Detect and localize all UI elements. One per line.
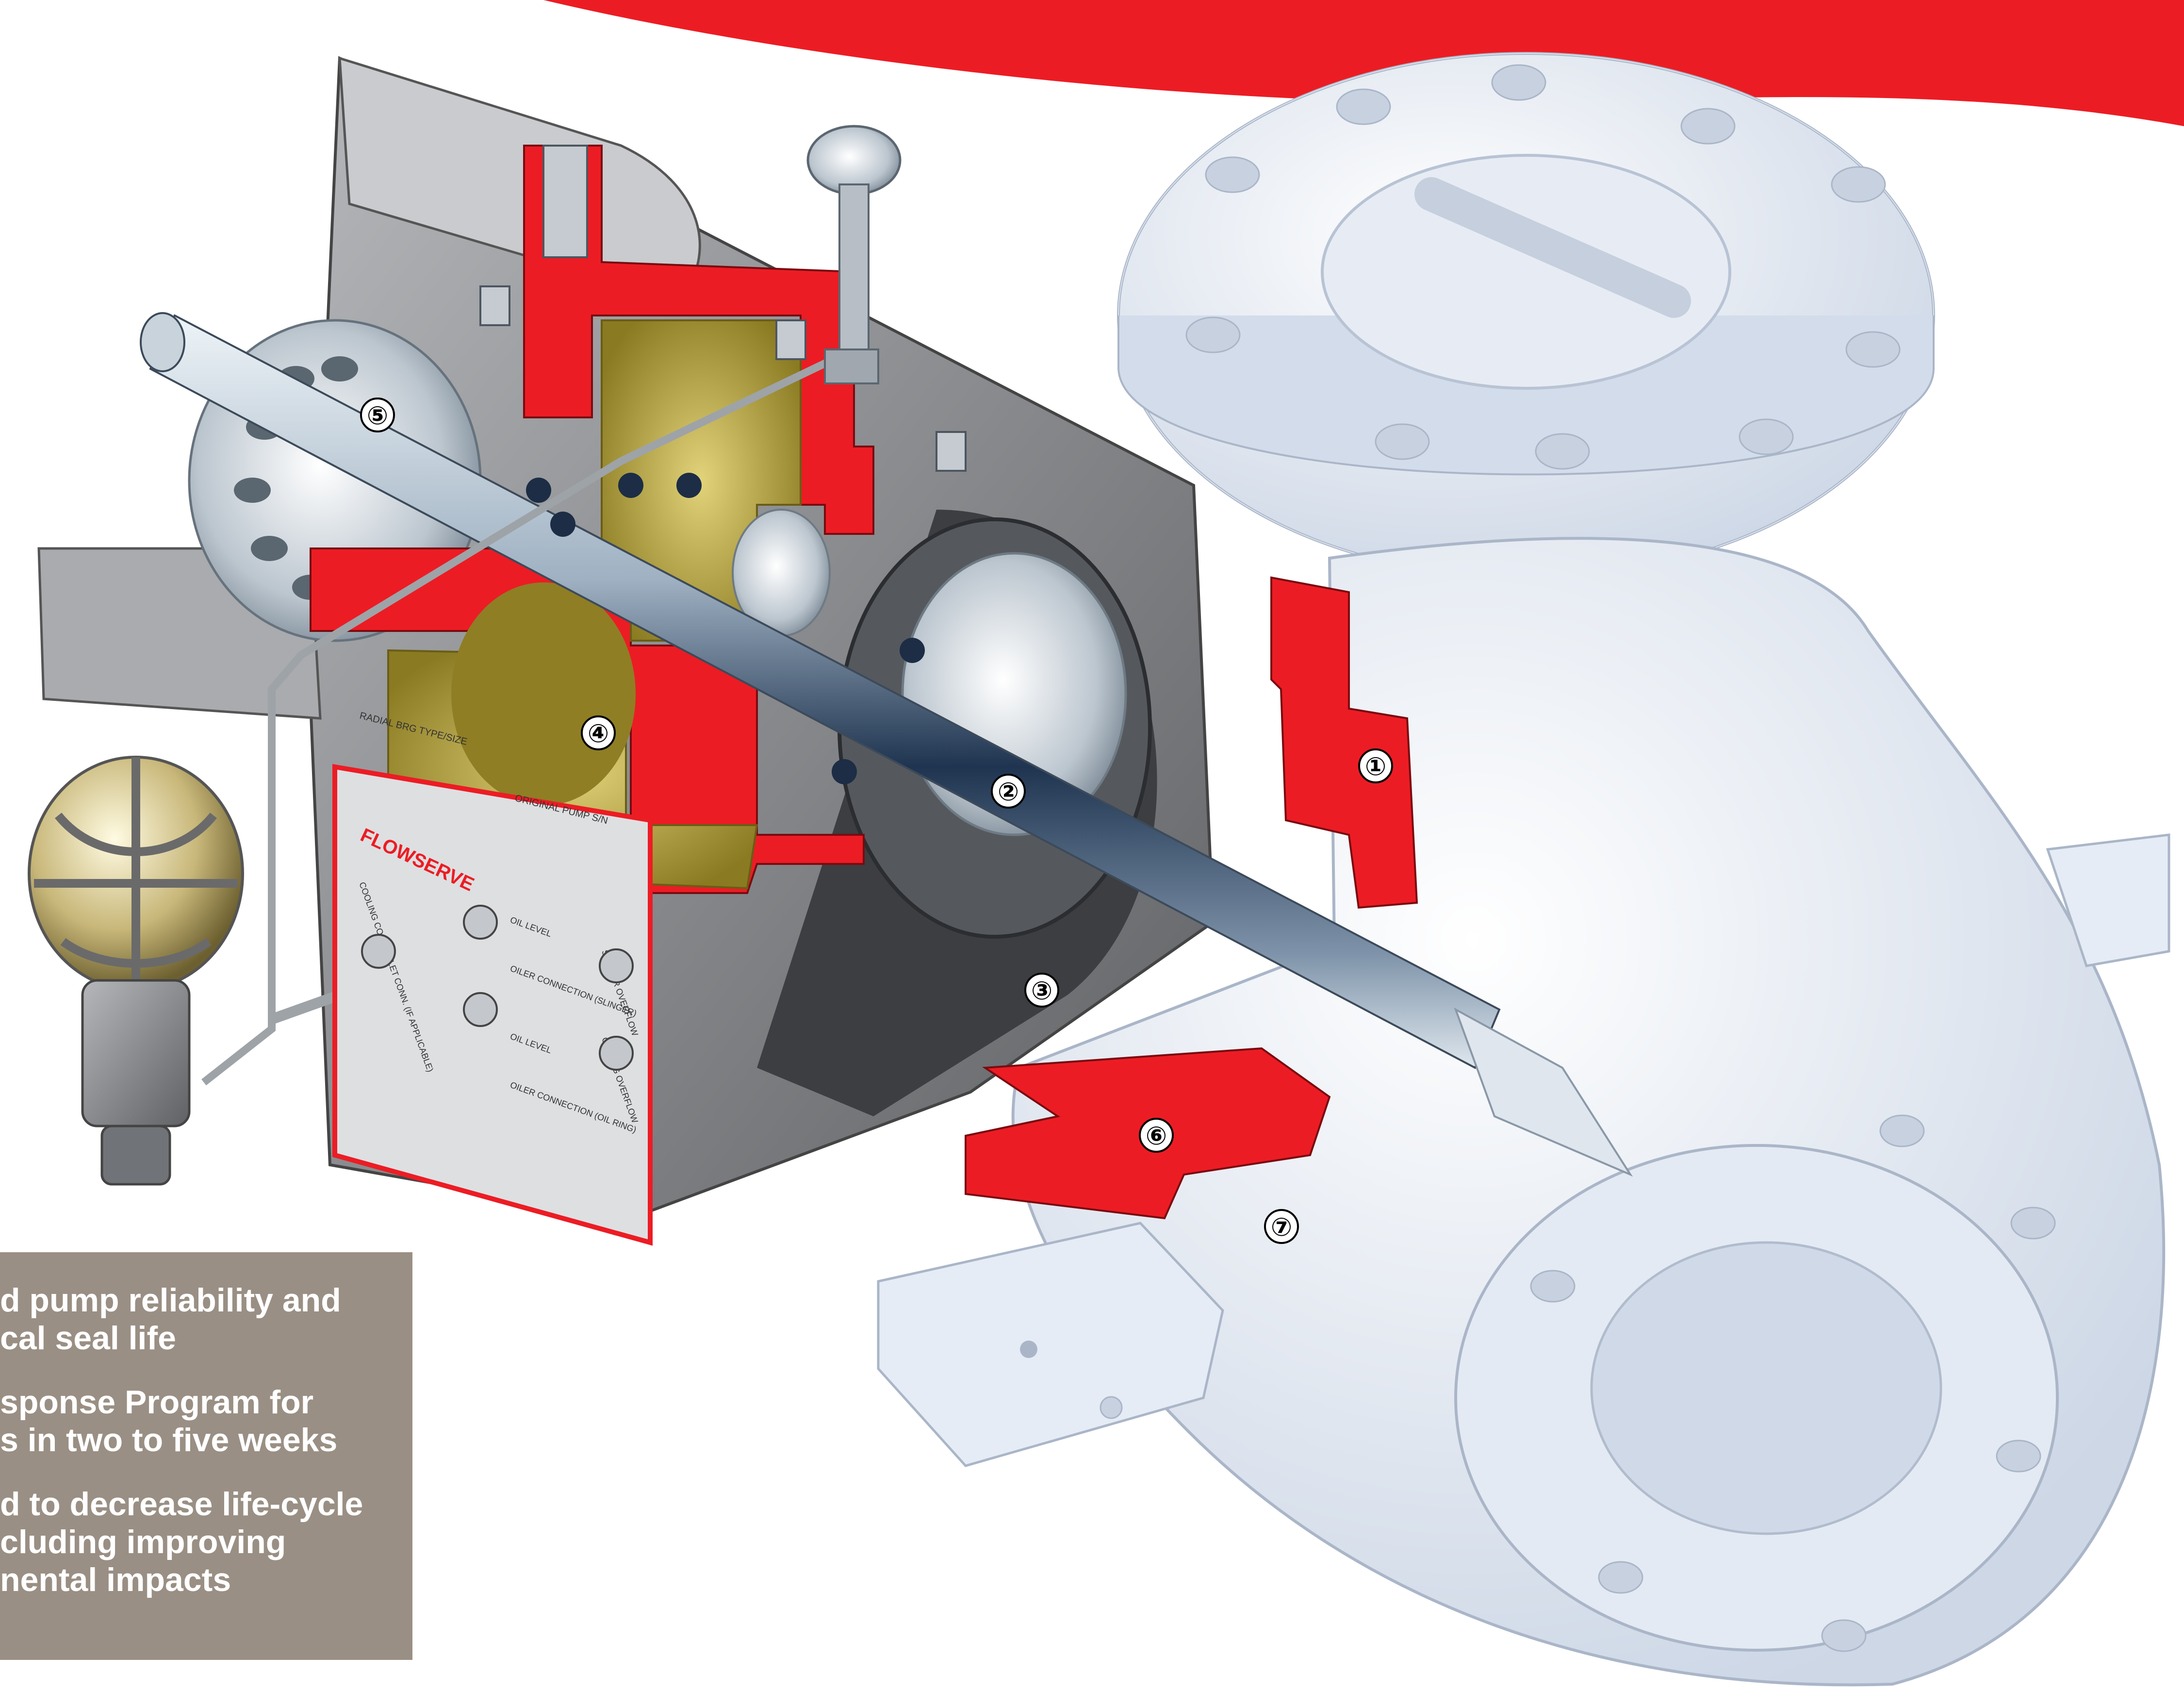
oil-line xyxy=(201,346,856,1086)
svg-text:①: ① xyxy=(1365,752,1386,781)
callout-1-line-1: d pump reliability and xyxy=(0,1282,341,1319)
callout-2-line-2: s in two to five weeks xyxy=(0,1422,338,1458)
part-marker-1: ① xyxy=(1358,748,1393,783)
red-banner xyxy=(543,0,2184,126)
part-marker-2: ② xyxy=(991,774,1026,809)
svg-text:⑤: ⑤ xyxy=(367,401,388,431)
callout-3-line-3: nental impacts xyxy=(0,1561,231,1598)
part-marker-6: ⑥ xyxy=(1139,1118,1174,1153)
part-marker-5: ⑤ xyxy=(360,398,395,432)
flange-bolt-holes xyxy=(1185,64,1901,470)
ball-bearings xyxy=(526,473,925,784)
part-marker-3: ③ xyxy=(1024,973,1059,1008)
hex-bolts xyxy=(479,145,967,472)
callout-3-line-2: cluding improving xyxy=(0,1524,286,1560)
pump-shaft xyxy=(140,312,1633,1177)
callout-1-line-2: cal seal life xyxy=(0,1320,176,1357)
callout-2-line-1: sponse Program for xyxy=(0,1384,314,1421)
benefits-callout-box: d pump reliability and cal seal life spo… xyxy=(0,1252,412,1660)
housing-nameplate: FLOWSERVE RADIAL BRG TYPE/SIZE ORIGINAL … xyxy=(332,711,653,1246)
svg-text:③: ③ xyxy=(1031,977,1052,1006)
port-plugs xyxy=(361,905,634,1071)
svg-text:②: ② xyxy=(998,778,1019,807)
svg-text:⑥: ⑥ xyxy=(1146,1122,1167,1151)
part-marker-7: ⑦ xyxy=(1264,1209,1299,1244)
pump-casing xyxy=(877,52,2170,1687)
oiler-sight-glass xyxy=(28,756,244,1186)
part-marker-4: ④ xyxy=(581,715,616,750)
breather-vent xyxy=(806,125,902,384)
callout-3-line-1: d to decrease life-cycle xyxy=(0,1486,363,1523)
svg-text:④: ④ xyxy=(588,719,609,748)
svg-text:⑦: ⑦ xyxy=(1271,1213,1292,1242)
